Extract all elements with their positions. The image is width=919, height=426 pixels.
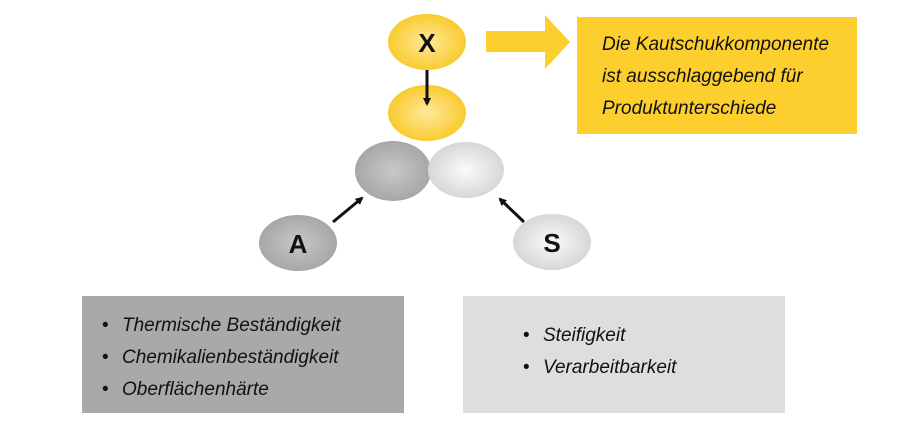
node-yellow [388,85,466,141]
list-item: Oberflächenhärte [102,374,404,406]
big-arrow-right [486,15,570,69]
list-item: Chemikalienbeständigkeit [102,342,404,374]
arrow-s [498,197,526,224]
list-item: Steifigkeit [523,320,785,352]
callout-box: Die Kautschukkomponente ist ausschlaggeb… [577,17,857,134]
s-properties-box: Steifigkeit Verarbeitbarkeit [463,296,785,413]
a-properties-box: Thermische Beständigkeit Chemikalienbest… [82,296,404,413]
node-grey-dark [355,141,431,201]
node-s-label: S [543,228,560,258]
node-a-label: A [289,229,308,259]
callout-line: Produktunterschiede [602,98,777,119]
callout-line: ist ausschlaggebend für [602,66,803,87]
list-item: Verarbeitbarkeit [523,352,785,384]
arrow-a [332,196,364,224]
node-x [388,14,466,70]
node-s [513,214,591,270]
node-a [259,215,337,271]
node-x-label: X [418,28,436,58]
callout-line: Die Kautschukkomponente [602,34,830,55]
list-item: Thermische Beständigkeit [102,310,404,342]
node-grey-light [428,142,504,198]
